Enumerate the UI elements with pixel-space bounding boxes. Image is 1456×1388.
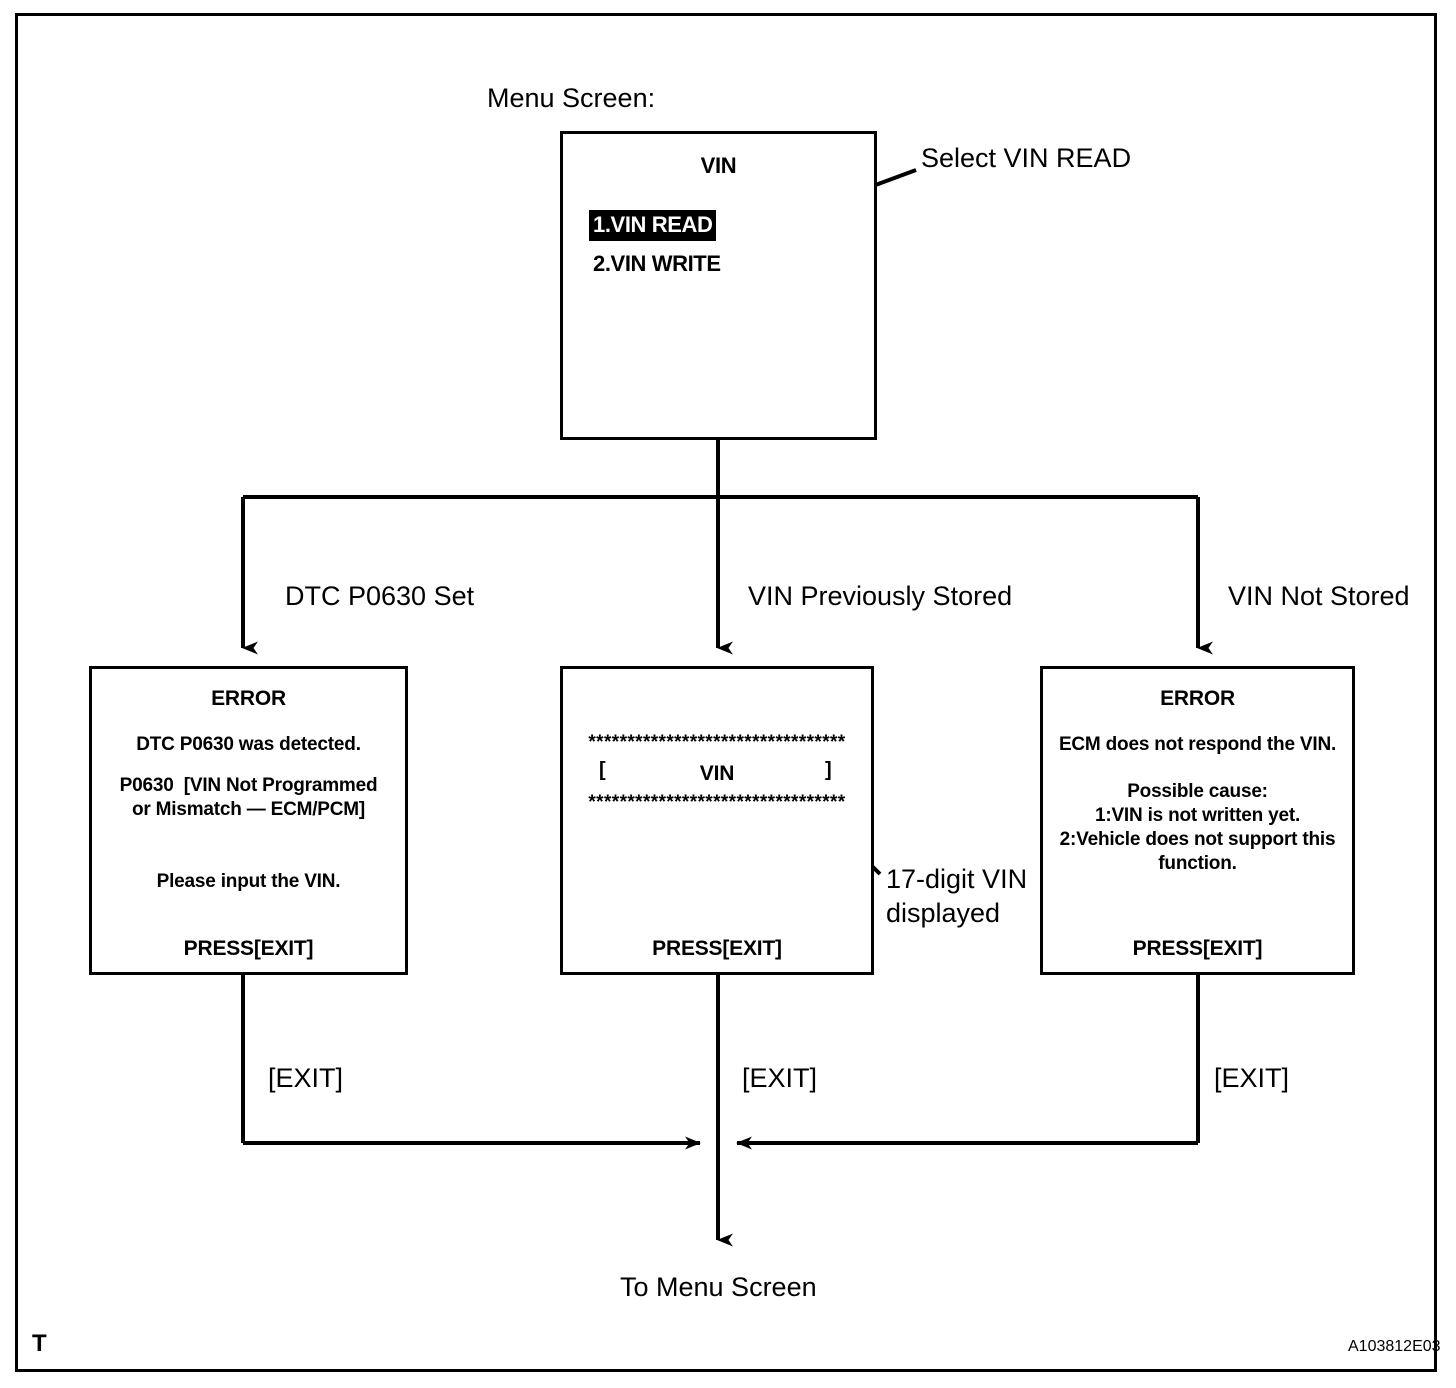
dtc-error-line4: Please input the VIN.: [156, 871, 341, 892]
no-response-error-line4: 2:Vehicle does not support this: [1059, 829, 1336, 850]
screen-box-vin-display[interactable]: ********************************* [ VIN …: [560, 666, 874, 975]
dtc-error-title: ERROR: [211, 687, 286, 710]
menu-item-vin-write[interactable]: 2.VIN WRITE: [593, 251, 721, 276]
no-response-error-line1: ECM does not respond the VIN.: [1058, 734, 1337, 755]
screen-box-dtc-error[interactable]: ERROR DTC P0630 was detected. P0630 [VIN…: [89, 666, 408, 975]
figure-code: A103812E03: [1348, 1338, 1441, 1355]
dtc-error-line1: DTC P0630 was detected.: [136, 734, 361, 755]
menu-screen-header: VIN: [700, 153, 737, 178]
vin-display-stars-top: *********************************: [588, 732, 846, 753]
vin-display-value: VIN: [699, 762, 735, 785]
exit-label-right: [EXIT]: [1214, 1063, 1290, 1093]
no-response-error-footer[interactable]: PRESS[EXIT]: [1132, 937, 1263, 960]
vin-display-footer[interactable]: PRESS[EXIT]: [652, 937, 782, 960]
menu-screen-caption: Menu Screen:: [487, 83, 656, 113]
menu-screen-box[interactable]: VIN 1.VIN READ 2.VIN WRITE: [560, 131, 877, 440]
exit-label-middle: [EXIT]: [742, 1063, 818, 1093]
dtc-error-line2: P0630 [VIN Not Programmed: [119, 775, 378, 796]
screen-box-no-response-error[interactable]: ERROR ECM does not respond the VIN. Poss…: [1040, 666, 1355, 975]
exit-label-left: [EXIT]: [268, 1063, 344, 1093]
branch-label-vin-previously-stored: VIN Previously Stored: [748, 581, 1013, 611]
outer-frame-border: [15, 13, 1437, 1372]
no-response-error-line3: 1:VIN is not written yet.: [1094, 805, 1301, 826]
menu-item-vin-read[interactable]: 1.VIN READ: [589, 210, 717, 241]
branch-label-dtc-p0630-set: DTC P0630 Set: [285, 581, 475, 611]
branch-label-vin-not-stored: VIN Not Stored: [1228, 581, 1410, 611]
dtc-error-footer[interactable]: PRESS[EXIT]: [183, 937, 314, 960]
page-marker-t: T: [32, 1330, 47, 1357]
no-response-error-line5: function.: [1158, 853, 1237, 874]
annotation-select-vin-read: Select VIN READ: [921, 143, 1132, 173]
annotation-17-digit-vin-line1: 17-digit VIN: [886, 864, 1028, 894]
dtc-error-line3: or Mismatch — ECM/PCM]: [131, 799, 366, 820]
vin-display-bracket-open: [: [599, 759, 606, 781]
no-response-error-title: ERROR: [1160, 687, 1235, 710]
bottom-target-label: To Menu Screen: [620, 1272, 817, 1302]
vin-display-bracket-close: ]: [825, 759, 832, 781]
vin-display-stars-bottom: *********************************: [588, 792, 846, 813]
no-response-error-line2: Possible cause:: [1127, 781, 1268, 802]
annotation-17-digit-vin-line2: displayed: [886, 898, 1001, 928]
